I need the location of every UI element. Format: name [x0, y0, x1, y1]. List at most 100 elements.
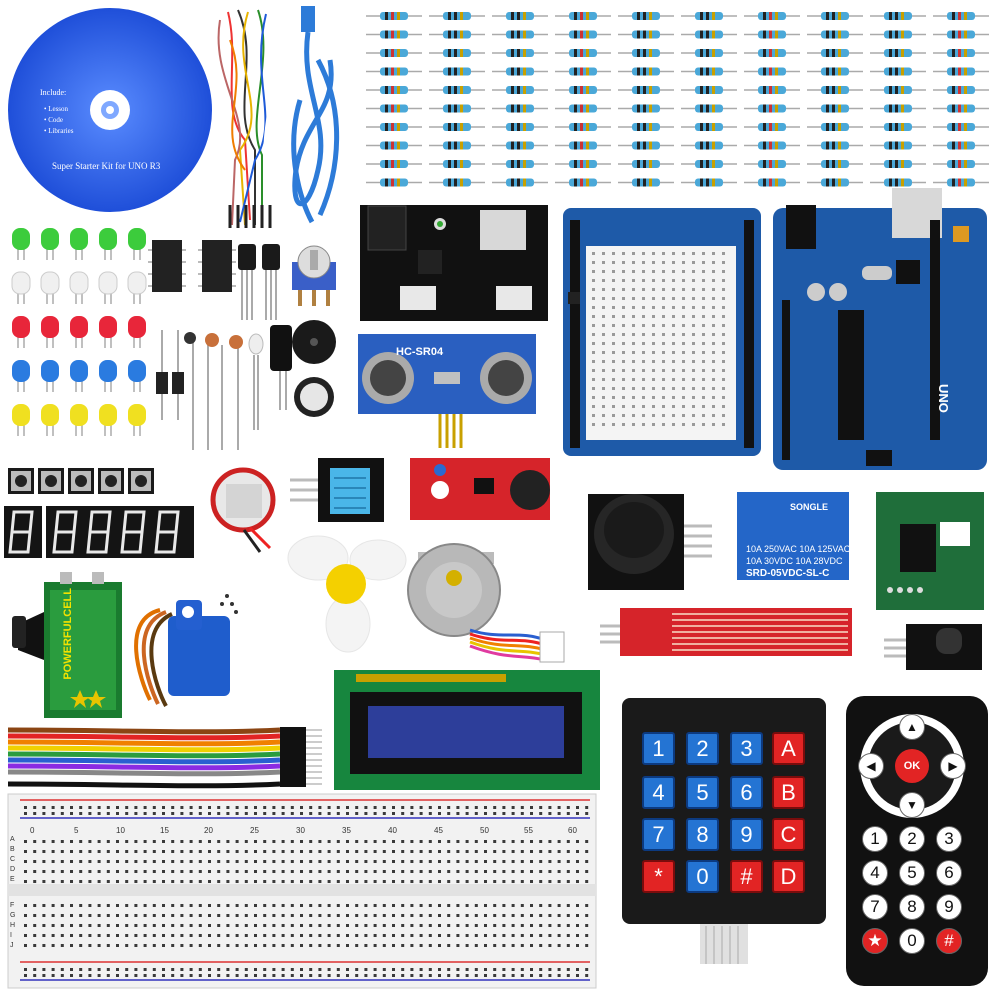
- relay-rating-line-1: 10A 250VAC 10A 125VAC: [746, 544, 851, 554]
- remote-button: 9: [936, 894, 962, 920]
- breadboard-row-letter: E: [10, 876, 15, 883]
- relay-brand-label: SONGLE: [790, 502, 829, 512]
- breadboard-column-number: 30: [296, 826, 305, 835]
- breadboard-row-letter: A: [10, 836, 15, 843]
- remote-up-arrow-icon: ▲: [899, 714, 925, 740]
- breadboard-column-number: 60: [568, 826, 577, 835]
- remote-button: 1: [862, 826, 888, 852]
- breadboard-column-number: 40: [388, 826, 397, 835]
- dc-motor: [210, 467, 276, 553]
- keypad-key: 0: [686, 860, 719, 893]
- relay-module: [737, 492, 849, 580]
- remote-button: 7: [862, 894, 888, 920]
- sound-sensor: [410, 458, 550, 520]
- relay-model-label: SRD-05VDC-SL-C: [746, 568, 830, 579]
- cd-include-heading: Include:: [40, 88, 67, 97]
- stepper-motor: [407, 543, 565, 663]
- keypad-key: C: [772, 818, 805, 851]
- cd-disc: [8, 8, 212, 212]
- keypad-key: *: [642, 860, 675, 893]
- breadboard-column-number: 0: [30, 826, 35, 835]
- remote-button: 3: [936, 826, 962, 852]
- potentiometer: [292, 245, 336, 306]
- keypad-key: 1: [642, 732, 675, 765]
- prototype-shield: [563, 208, 761, 456]
- ir-receiver-module: [884, 624, 982, 670]
- breadboard-row-letter: H: [10, 922, 16, 929]
- cd-item-libraries: • Libraries: [44, 127, 74, 135]
- breadboard-row-letter: J: [10, 942, 14, 949]
- usb-cable: [291, 6, 340, 224]
- breadboard: [7, 793, 597, 989]
- ultrasonic-label: HC-SR04: [396, 346, 444, 358]
- breadboard-column-number: 5: [74, 826, 79, 835]
- joystick-module: [588, 494, 712, 590]
- remote-button: 2: [899, 826, 925, 852]
- breadboard-column-number: 25: [250, 826, 259, 835]
- breadboard-row-letter: B: [10, 846, 15, 853]
- breadboard-row-letter: G: [10, 912, 16, 919]
- keypad-key: #: [730, 860, 763, 893]
- seven-segment-displays: [4, 506, 194, 558]
- misc-components: [156, 320, 336, 450]
- keypad-key: 3: [730, 732, 763, 765]
- remote-left-arrow-icon: ◀: [858, 753, 884, 779]
- cd-contents-list: • Lesson • Code • Libraries: [44, 104, 73, 137]
- remote-right-arrow-icon: ▶: [940, 753, 966, 779]
- ribbon-jumper-wires: [7, 727, 322, 789]
- led-assortment: [11, 228, 147, 436]
- breadboard-column-number: 50: [480, 826, 489, 835]
- breadboard-column-number: 10: [116, 826, 125, 835]
- ultrasonic-sensor: [358, 334, 536, 448]
- remote-button: 4: [862, 860, 888, 886]
- keypad-key: 7: [642, 818, 675, 851]
- remote-down-arrow-icon: ▼: [899, 792, 925, 818]
- cd-item-lesson: • Lesson: [44, 105, 69, 113]
- breadboard-column-number: 20: [204, 826, 213, 835]
- battery-9v: [12, 572, 122, 718]
- uno-board: [773, 188, 987, 470]
- cd-title: Super Starter Kit for UNO R3: [52, 161, 161, 171]
- cd-item-code: • Code: [44, 116, 63, 124]
- remote-button: 6: [936, 860, 962, 886]
- keypad-key: A: [772, 732, 805, 765]
- breadboard-row-letter: F: [10, 902, 15, 909]
- keypad-key: 4: [642, 776, 675, 809]
- breadboard-column-number: 15: [160, 826, 169, 835]
- keypad-key: 9: [730, 818, 763, 851]
- keypad-key: D: [772, 860, 805, 893]
- tactile-buttons: [8, 468, 154, 494]
- ic-chips: [148, 240, 280, 320]
- remote-button: 0: [899, 928, 925, 954]
- resistor-grid: [366, 12, 989, 187]
- breadboard-row-letter: C: [10, 856, 16, 863]
- keypad-key: 2: [686, 732, 719, 765]
- remote-hash-button: #: [936, 928, 962, 954]
- dht11-sensor: [290, 458, 384, 522]
- breadboard-row-letter: I: [10, 932, 12, 939]
- fan-blade: [287, 535, 407, 653]
- breadboard-column-number: 35: [342, 826, 351, 835]
- lcd-1602: [334, 670, 600, 790]
- jumper-wire-bundle: [217, 9, 276, 228]
- remote-ok-button: OK: [895, 749, 929, 783]
- keypad-key: 5: [686, 776, 719, 809]
- stepper-driver-board: [876, 492, 984, 610]
- breadboard-column-number: 45: [434, 826, 443, 835]
- remote-button: 8: [899, 894, 925, 920]
- breadboard-column-number: 55: [524, 826, 533, 835]
- relay-rating-line-2: 10A 30VDC 10A 28VDC: [746, 556, 843, 566]
- keypad-key: B: [772, 776, 805, 809]
- power-supply-module: [360, 205, 548, 321]
- water-level-sensor: [600, 608, 852, 656]
- keypad-key: 6: [730, 776, 763, 809]
- battery-brand-label: POWERFULCELL: [62, 588, 74, 680]
- keypad-key: 8: [686, 818, 719, 851]
- servo-motor: [134, 584, 288, 707]
- uno-board-label: UNO: [936, 384, 951, 413]
- remote-star-button: ★: [862, 928, 888, 954]
- remote-button: 5: [899, 860, 925, 886]
- breadboard-row-letter: D: [10, 866, 16, 873]
